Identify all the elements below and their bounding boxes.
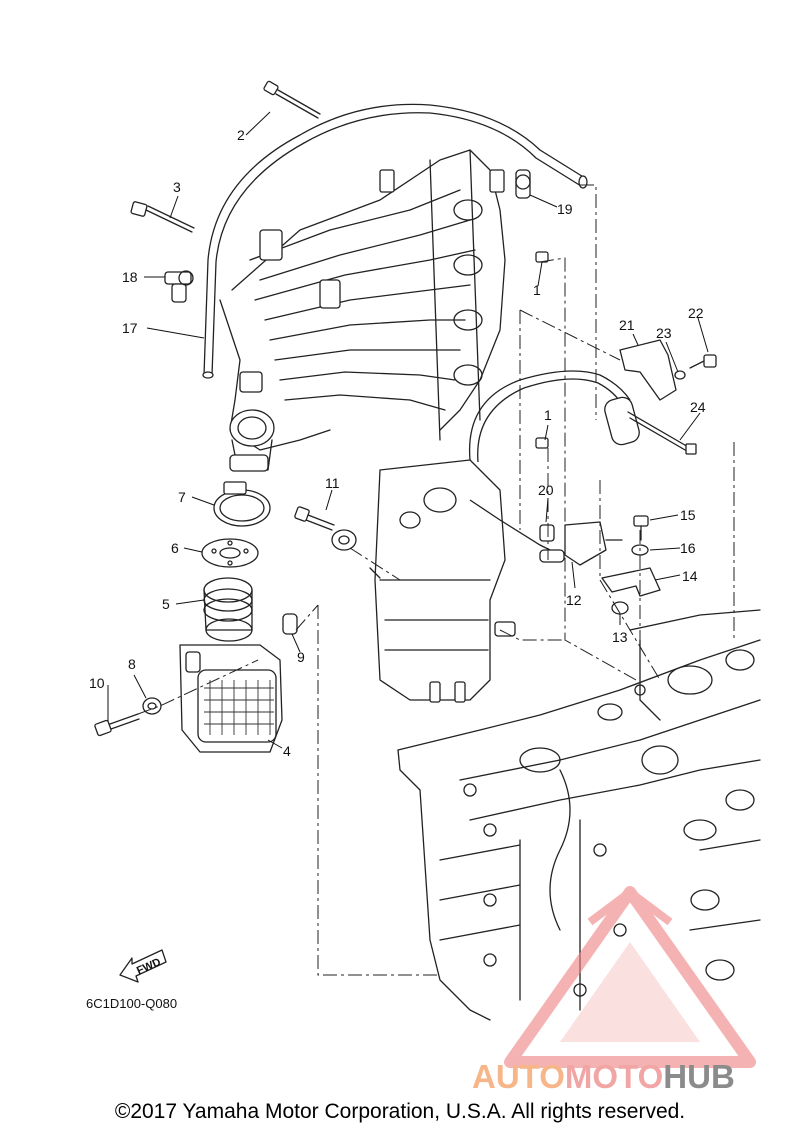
automotohub-wordmark: AUTOMOTOHUB: [472, 1058, 735, 1096]
label-13: 13: [612, 629, 628, 645]
clip-20: [539, 524, 555, 542]
plate-6: [201, 538, 259, 568]
fuel-module: [369, 459, 516, 703]
automotohub-logo: [504, 886, 756, 1068]
bracket-21: [619, 339, 677, 401]
washer-23: [674, 370, 686, 380]
clamp-7: [213, 481, 271, 527]
bracket-14: [601, 567, 661, 597]
bolt-3: [130, 201, 195, 233]
alignment-lines: [137, 184, 735, 976]
bolt-2: [263, 80, 321, 119]
label-20: 20: [538, 482, 554, 498]
intake-silencer-4: [179, 644, 283, 753]
grommet-middle: [331, 529, 357, 551]
diagram-code: 6C1D100-Q080: [86, 996, 177, 1011]
label-3: 3: [173, 179, 181, 195]
label-7: 7: [178, 489, 186, 505]
label-19: 19: [557, 201, 573, 217]
label-4: 4: [283, 743, 291, 759]
bolt-11: [294, 506, 335, 531]
label-9: 9: [297, 649, 305, 665]
wordmark-hub: HUB: [663, 1058, 735, 1095]
label-15: 15: [680, 507, 696, 523]
wordmark-auto: AUTO: [472, 1058, 565, 1095]
label-1-lower: 1: [544, 407, 552, 423]
fwd-arrow-icon: FWD: [119, 949, 167, 983]
label-24: 24: [690, 399, 706, 415]
label-22: 22: [688, 305, 704, 321]
hose-17: [202, 103, 588, 379]
part-labels: 2 3 18 17 19 1 1 21 23 22 24 20 15 16 14…: [89, 127, 706, 759]
label-2: 2: [237, 127, 245, 143]
label-1-upper: 1: [533, 282, 541, 298]
valve-12: [539, 521, 623, 566]
fwd-label: FWD: [135, 956, 163, 977]
logo-triangle-icon: [504, 886, 756, 1068]
leader-lines: [107, 111, 709, 749]
screw-15: [633, 515, 649, 541]
label-5: 5: [162, 596, 170, 612]
grommet-8: [142, 697, 162, 715]
label-12: 12: [566, 592, 582, 608]
collar-9: [282, 613, 298, 635]
label-17: 17: [122, 320, 138, 336]
label-18: 18: [122, 269, 138, 285]
label-23: 23: [656, 325, 672, 341]
label-11: 11: [325, 475, 340, 491]
screw-22: [689, 354, 717, 369]
intake-manifold: [219, 149, 506, 472]
fuel-hose: [468, 370, 640, 556]
copyright-notice: ©2017 Yamaha Motor Corporation, U.S.A. A…: [114, 1100, 686, 1123]
engine-block: [397, 609, 761, 1021]
bolt-10: [94, 713, 140, 737]
clip-19: [515, 169, 531, 199]
label-8: 8: [128, 656, 136, 672]
label-16: 16: [680, 540, 696, 556]
label-14: 14: [682, 568, 698, 584]
dowel-pin-lower: [535, 437, 549, 449]
wordmark-moto: MOTO: [564, 1058, 664, 1095]
silencer-joint-5: [203, 577, 253, 642]
label-10: 10: [89, 675, 105, 691]
label-21: 21: [619, 317, 635, 333]
clip-18: [164, 270, 194, 303]
dowel-pin-upper: [535, 251, 549, 263]
label-6: 6: [171, 540, 179, 556]
plastic-band-24: [627, 411, 697, 455]
